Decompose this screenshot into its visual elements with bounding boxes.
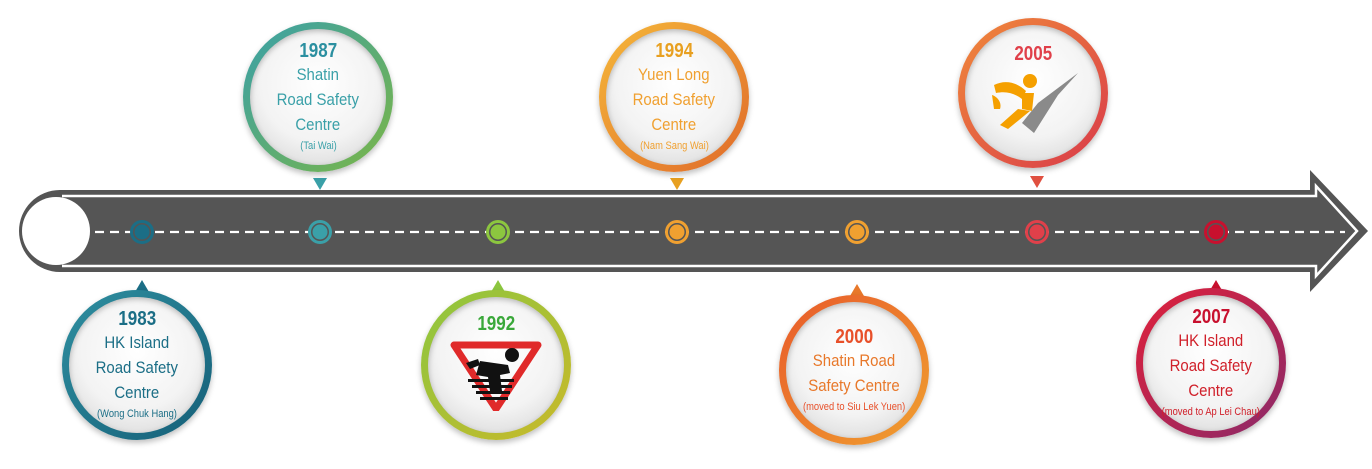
milestone-1994: 1994 Yuen Long Road Safety Centre (Nam S…	[599, 22, 749, 172]
milestone-content: 1994 Yuen Long Road Safety Centre (Nam S…	[606, 29, 742, 165]
milestone-year: 1983	[118, 308, 156, 330]
milestone-content: 1987 Shatin Road Safety Centre (Tai Wai)	[250, 29, 386, 165]
timeline-dot	[1208, 224, 1224, 240]
milestone-year: 1992	[477, 313, 515, 335]
milestone-year: 2000	[835, 325, 873, 348]
milestone-location: (Wong Chuk Hang)	[97, 408, 177, 420]
milestone-pointer	[313, 178, 327, 190]
timeline-dot	[669, 224, 685, 240]
milestone-pointer	[491, 280, 505, 292]
driver-check-icon	[992, 73, 1078, 133]
milestone-name: Shatin Road Safety Centre	[808, 350, 900, 395]
milestone-1987: 1987 Shatin Road Safety Centre (Tai Wai)	[243, 22, 393, 172]
milestone-1983: 1983 HK Island Road Safety Centre (Wong …	[62, 290, 212, 440]
milestone-year: 2005	[1014, 43, 1052, 65]
milestone-location: (moved to Ap Lei Chau)	[1161, 406, 1261, 418]
milestone-pointer	[850, 284, 864, 296]
milestone-name: HK Island Road Safety Centre	[1169, 331, 1253, 400]
milestone-pointer	[135, 280, 149, 292]
milestone-location: (moved to Siu Lek Yuen)	[802, 400, 906, 413]
milestone-pointer	[1030, 176, 1044, 188]
milestone-content: 1992	[428, 297, 564, 433]
timeline-dot	[134, 224, 150, 240]
timeline-dot	[490, 224, 506, 240]
milestone-year: 2007	[1192, 306, 1230, 328]
milestone-1992: 1992	[421, 290, 571, 440]
road-safety-driver-icon	[450, 341, 542, 411]
milestone-name: Yuen Long Road Safety Centre	[632, 65, 716, 134]
milestone-year: 1987	[299, 40, 337, 62]
milestone-content: 2005	[965, 25, 1101, 161]
milestone-name: Shatin Road Safety Centre	[276, 65, 360, 134]
milestone-location: (Nam Sang Wai)	[639, 140, 709, 152]
milestone-2005: 2005	[958, 18, 1108, 168]
milestone-content: 2000 Shatin Road Safety Centre (moved to…	[786, 302, 922, 438]
milestone-2007: 2007 HK Island Road Safety Centre (moved…	[1136, 288, 1286, 438]
milestone-pointer	[670, 178, 684, 190]
milestone-content: 2007 HK Island Road Safety Centre (moved…	[1143, 295, 1279, 431]
milestone-name: HK Island Road Safety Centre	[95, 333, 179, 402]
timeline-dot	[849, 224, 865, 240]
milestone-location: (Tai Wai)	[299, 140, 337, 152]
timeline-dot	[312, 224, 328, 240]
milestone-year: 1994	[655, 40, 693, 62]
milestone-content: 1983 HK Island Road Safety Centre (Wong …	[69, 297, 205, 433]
milestone-2000: 2000 Shatin Road Safety Centre (moved to…	[779, 295, 929, 445]
timeline-dot	[1029, 224, 1045, 240]
